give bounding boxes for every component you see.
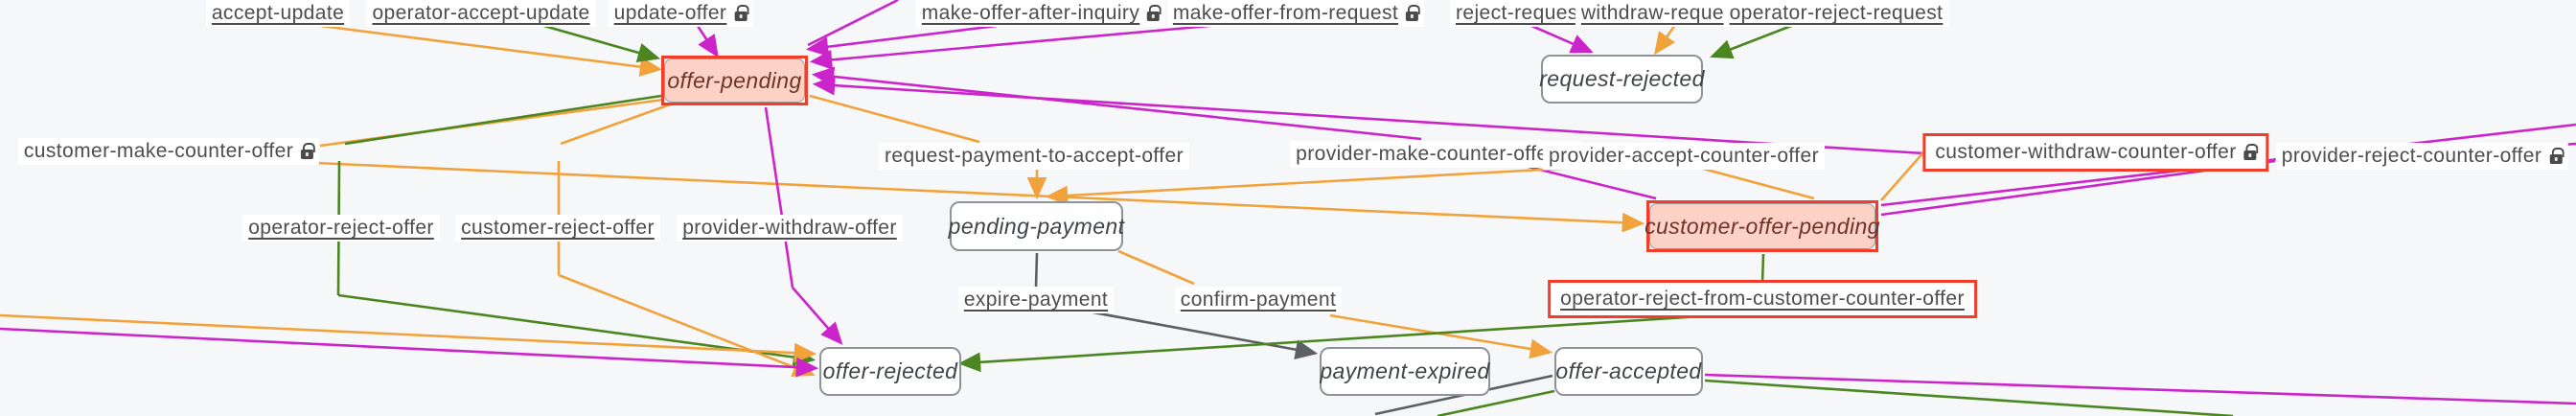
transition-label-text: customer-withdraw-counter-offer	[1935, 141, 2237, 163]
state-label: offer-accepted	[1555, 358, 1702, 383]
transition-label-make-offer-after-inquiry[interactable]: make-offer-after-inquiry	[915, 0, 1166, 27]
transition-label-text: expire-payment	[963, 289, 1109, 311]
transition-label-text: confirm-payment	[1180, 289, 1337, 311]
transition-arrow	[807, 0, 899, 47]
state-payment-expired[interactable]: payment-expired	[1320, 347, 1490, 396]
transition-arrow	[320, 24, 663, 78]
state-label: customer-offer-pending	[1644, 213, 1880, 239]
transition-arrow	[526, 19, 661, 63]
state-pending-payment[interactable]: pending-payment	[948, 201, 1125, 251]
transition-label-provider-reject-counter-offer[interactable]: provider-reject-counter-offer	[2275, 143, 2568, 170]
transition-arrow	[1034, 252, 1039, 289]
transition-label-withdraw-request[interactable]: withdraw-request	[1575, 0, 1747, 27]
transition-label-provider-withdraw-offer[interactable]: provider-withdraw-offer	[677, 215, 903, 242]
transition-label-text: update-offer	[613, 2, 727, 24]
state-label: payment-expired	[1320, 358, 1490, 383]
transition-arrow	[764, 106, 794, 289]
lock-icon	[734, 4, 749, 21]
transition-arrow	[344, 94, 662, 146]
transition-label-expire-payment[interactable]: expire-payment	[957, 287, 1115, 313]
transition-arrow	[805, 24, 998, 58]
state-offer-accepted[interactable]: offer-accepted	[1554, 347, 1703, 396]
transition-arrow	[1654, 24, 1677, 56]
transition-arrow	[957, 311, 1762, 373]
transition-label-customer-withdraw-counter-offer[interactable]: customer-withdraw-counter-offer	[1922, 133, 2269, 172]
lock-icon	[2243, 143, 2259, 160]
state-label: offer-pending	[667, 67, 802, 93]
transition-arrow	[792, 287, 843, 345]
state-request-rejected[interactable]: request-rejected	[1539, 55, 1705, 104]
transition-label-text: withdraw-request	[1580, 2, 1741, 24]
transition-arrow	[558, 273, 816, 378]
lock-icon	[1147, 4, 1162, 21]
transition-label-text: provider-accept-counter-offer	[1548, 145, 1820, 167]
transition-label-reject-request[interactable]: reject-request	[1450, 0, 1590, 27]
transition-label-text: operator-reject-request	[1729, 2, 1944, 24]
transition-label-operator-accept-update[interactable]: operator-accept-update	[366, 0, 596, 27]
transition-label-text: provider-reject-counter-offer	[2281, 145, 2542, 167]
state-offer-pending[interactable]: offer-pending	[661, 56, 808, 105]
transition-arrow	[696, 25, 719, 58]
transition-label-text: provider-make-counter-offer	[1296, 143, 1555, 165]
transition-label-customer-make-counter-offer[interactable]: customer-make-counter-offer	[17, 138, 320, 165]
transition-label-make-offer-from-request[interactable]: make-offer-from-request	[1166, 0, 1425, 27]
transition-arrow	[809, 94, 980, 144]
transition-label-text: provider-withdraw-offer	[682, 217, 897, 239]
transition-label-text: operator-accept-update	[372, 2, 590, 24]
transition-arrow	[0, 313, 817, 363]
state-offer-rejected[interactable]: offer-rejected	[819, 347, 961, 396]
transition-arrow	[1437, 389, 1555, 416]
transition-label-text: customer-make-counter-offer	[23, 140, 294, 162]
transition-label-text: make-offer-from-request	[1172, 2, 1399, 24]
transition-label-operator-reject-offer[interactable]: operator-reject-offer	[242, 215, 440, 242]
transition-arrow	[1117, 249, 1195, 286]
transition-arrow	[811, 66, 1422, 141]
transition-arrow	[1880, 150, 1926, 201]
transition-label-text: reject-request	[1456, 2, 1584, 24]
state-label: pending-payment	[948, 213, 1125, 239]
transition-arrow	[315, 161, 1645, 233]
lock-icon	[2549, 147, 2564, 164]
transition-label-request-payment-to-accept-offer[interactable]: request-payment-to-accept-offer	[879, 143, 1189, 170]
transition-label-provider-accept-counter-offer[interactable]: provider-accept-counter-offer	[1542, 143, 1826, 170]
transition-arrow	[1082, 309, 1319, 359]
state-label: offer-rejected	[822, 358, 958, 383]
transition-label-customer-reject-offer[interactable]: customer-reject-offer	[455, 215, 660, 242]
transition-arrow	[0, 327, 819, 378]
state-label: request-rejected	[1539, 66, 1705, 91]
transition-label-provider-make-counter-offer[interactable]: provider-make-counter-offer	[1290, 141, 1581, 168]
transition-label-text: operator-reject-from-customer-counter-of…	[1560, 288, 1965, 310]
transition-label-text: operator-reject-offer	[248, 217, 434, 239]
transition-arrow	[1704, 379, 2234, 416]
transition-label-text: request-payment-to-accept-offer	[885, 145, 1184, 167]
lock-icon	[301, 142, 316, 159]
transition-arrow	[1702, 167, 1815, 200]
transition-label-text: make-offer-after-inquiry	[921, 2, 1140, 24]
transition-arrow	[809, 24, 1210, 70]
transition-label-confirm-payment[interactable]: confirm-payment	[1174, 287, 1343, 313]
transition-label-update-offer[interactable]: update-offer	[608, 0, 753, 27]
state-customer-offer-pending[interactable]: customer-offer-pending	[1644, 200, 1880, 252]
transition-label-operator-reject-request[interactable]: operator-reject-request	[1723, 0, 1949, 27]
transition-arrow	[1529, 23, 1594, 54]
transition-arrow	[1710, 19, 1805, 59]
transition-arrow	[812, 75, 1925, 155]
transition-arrow	[1704, 373, 2576, 405]
lock-icon	[1406, 4, 1421, 21]
transition-label-accept-update[interactable]: accept-update	[205, 0, 351, 27]
transition-label-text: customer-reject-offer	[461, 217, 655, 239]
transition-label-operator-reject-from-customer-counter-offer[interactable]: operator-reject-from-customer-counter-of…	[1548, 280, 1977, 318]
transition-label-text: accept-update	[211, 2, 345, 24]
transition-arrow	[560, 102, 674, 146]
